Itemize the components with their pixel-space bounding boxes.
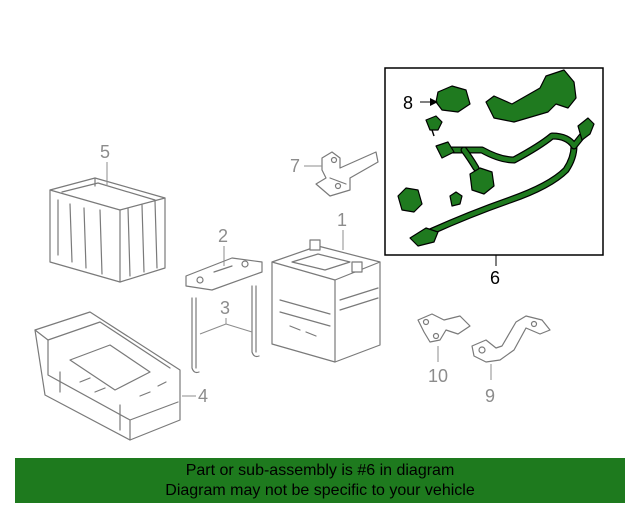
callout-4: 4 [198,386,208,406]
callout-5: 5 [100,142,110,162]
leader-3 [199,318,253,335]
part-1-battery[interactable] [271,239,381,363]
part-6-cable-assembly[interactable] [397,69,595,247]
banner-line-2: Diagram may not be specific to your vehi… [165,482,475,499]
callout-8: 8 [403,93,413,113]
callout-2: 2 [218,226,228,246]
part-2-hold-down-plate[interactable] [185,257,263,291]
part-8-terminal-cap[interactable] [425,85,471,137]
info-banner: Part or sub-assembly is #6 in diagram Di… [15,458,625,503]
leader-8 [420,98,438,106]
callout-6: 6 [490,268,500,288]
callout-1: 1 [337,210,347,230]
part-9-ground-strap[interactable] [471,315,551,363]
part-7-bracket[interactable] [315,151,379,197]
part-5-battery-cover[interactable] [49,177,166,283]
part-3-rods[interactable] [191,285,260,374]
part-4-battery-tray[interactable] [34,311,181,441]
part-10-clamp[interactable] [417,313,471,343]
part-6-highlight-box [384,67,604,256]
callout-3: 3 [220,298,230,318]
callout-9: 9 [485,386,495,406]
banner-line-1: Part or sub-assembly is #6 in diagram [185,462,455,479]
callout-10: 10 [428,366,448,386]
callout-7: 7 [290,156,300,176]
